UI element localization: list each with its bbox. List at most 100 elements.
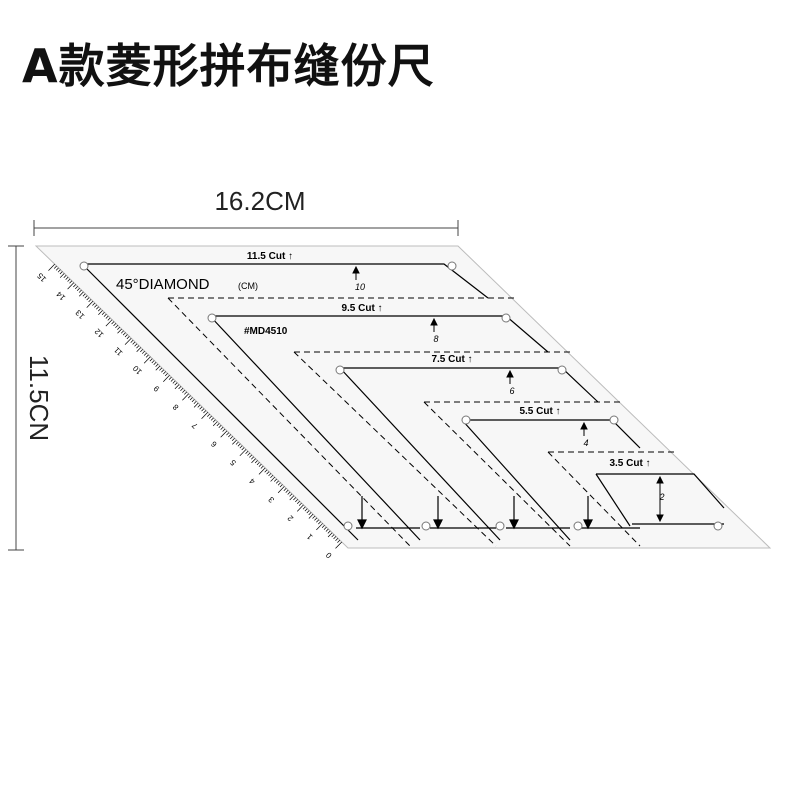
scale-tick	[191, 399, 195, 403]
cut-label: 5.5 Cut ↑	[519, 406, 560, 417]
scale-tick	[140, 349, 143, 353]
scale-tick	[245, 450, 249, 454]
scale-tick	[143, 352, 147, 356]
scale-tick	[92, 302, 96, 306]
scale-tick	[130, 339, 134, 343]
scale-tick	[331, 534, 335, 538]
scale-tick	[124, 334, 128, 338]
scale-tick	[212, 421, 218, 427]
scale-tick	[170, 378, 174, 382]
ruler-unit: (CM)	[238, 281, 258, 291]
scale-tick	[182, 393, 189, 401]
scale-tick	[275, 480, 279, 484]
scale-tick	[321, 525, 325, 529]
scale-tick	[304, 508, 308, 512]
scale-tick	[312, 515, 316, 519]
scale-tick	[155, 365, 161, 371]
scale-tick	[274, 478, 277, 482]
scale-tick	[318, 521, 321, 525]
scale-number: 9	[151, 383, 161, 393]
scale-tick	[323, 526, 327, 530]
scale-tick	[184, 391, 188, 395]
scale-tick	[212, 419, 216, 423]
scale-tick	[161, 369, 165, 373]
scale-tick	[76, 287, 80, 291]
height-label: 11.5CN	[24, 355, 54, 441]
scale-number: 2	[285, 513, 295, 523]
scale-tick	[333, 536, 337, 540]
scale-number: 14	[54, 289, 67, 302]
scale-tick	[201, 408, 205, 412]
scale-tick	[228, 434, 232, 438]
cut-label: 3.5 Cut ↑	[609, 458, 650, 469]
scale-tick	[57, 269, 61, 273]
scale-tick	[132, 341, 136, 345]
scale-tick	[98, 310, 103, 315]
scale-tick	[220, 430, 228, 438]
scale-tick	[103, 313, 107, 317]
scale-tick	[232, 439, 237, 445]
scale-tick	[306, 510, 310, 514]
scale-tick	[218, 425, 222, 429]
scale-tick	[249, 454, 253, 458]
bottom-arrows	[357, 496, 593, 530]
scale-tick	[207, 413, 210, 417]
scale-tick	[174, 384, 180, 390]
scale-tick	[241, 447, 245, 451]
scale-tick	[308, 513, 314, 519]
scale-tick	[266, 471, 270, 475]
scale-tick	[289, 493, 293, 497]
scale-tick	[316, 523, 323, 531]
scale-tick	[226, 432, 230, 436]
scale-tick	[122, 332, 126, 336]
scale-tick	[159, 367, 163, 371]
scale-tick	[65, 276, 69, 280]
scale-tick	[151, 360, 155, 364]
scale-tick	[107, 317, 111, 321]
scale-tick	[82, 293, 86, 297]
scale-tick	[117, 328, 122, 334]
scale-ticks	[48, 263, 343, 549]
scale-tick	[283, 488, 287, 492]
scale-tick	[258, 463, 262, 467]
scale-tick	[335, 538, 339, 542]
ruler-name: 45°DIAMOND	[116, 276, 210, 293]
scale-tick	[293, 497, 297, 501]
model-number: #MD4510	[244, 326, 288, 337]
scale-tick	[67, 282, 75, 290]
scale-tick	[296, 500, 300, 504]
scale-number: 12	[93, 326, 106, 339]
height-marker-number: 10	[355, 282, 365, 292]
scale-tick	[199, 406, 203, 410]
scale-tick	[296, 504, 304, 512]
scale-number: 3	[266, 495, 276, 505]
scale-tick	[163, 375, 170, 382]
scale-tick	[239, 449, 247, 457]
scale-tick	[270, 475, 274, 479]
scale-tick	[149, 358, 153, 362]
scale-tick	[239, 445, 243, 449]
base-lines	[356, 523, 724, 529]
height-marker-number: 8	[433, 334, 438, 344]
scale-tick	[193, 402, 199, 408]
scale-tick	[63, 274, 67, 278]
scale-tick	[314, 517, 318, 521]
height-marker-number: 4	[583, 438, 588, 448]
scale-tick	[277, 482, 281, 486]
scale-tick	[120, 330, 124, 334]
scale-tick	[220, 426, 224, 430]
dashed-seam-lines	[167, 297, 676, 547]
scale-tick	[145, 354, 149, 358]
width-dimension: 16.2CM	[33, 186, 459, 236]
height-marker-number: 2	[658, 492, 664, 502]
height-dimension: 11.5CN	[8, 245, 54, 551]
scale-tick	[182, 389, 186, 393]
width-label: 16.2CM	[214, 186, 305, 216]
scale-tick	[97, 308, 101, 312]
scale-tick	[260, 465, 264, 469]
scale-tick	[335, 541, 343, 549]
scale-tick	[124, 337, 132, 345]
scale-tick	[197, 404, 201, 408]
scale-tick	[178, 386, 182, 390]
